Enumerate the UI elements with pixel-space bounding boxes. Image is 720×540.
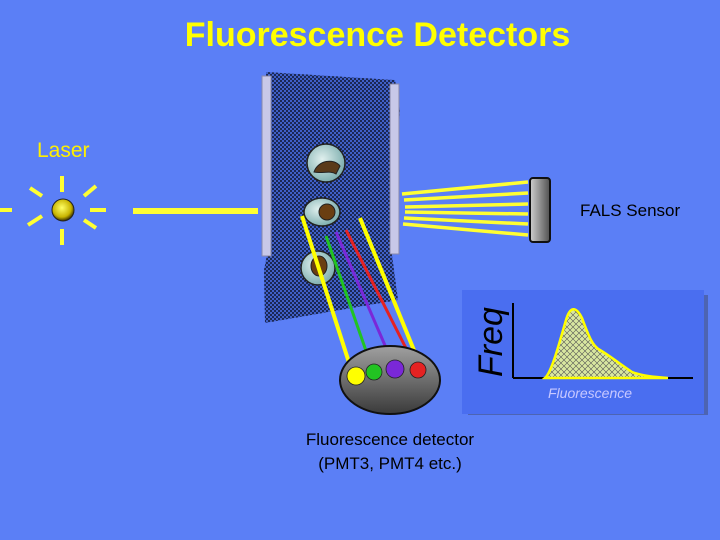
cell-icon — [303, 197, 341, 227]
flow-cell — [261, 72, 400, 323]
fluorescence-rays — [300, 215, 422, 376]
histogram-x-label: Fluorescence — [548, 385, 632, 401]
page-title: Fluorescence Detectors — [184, 16, 571, 54]
detector-label-line2: (PMT3, PMT4 etc.) — [318, 454, 462, 473]
pmt-detector-icon — [339, 345, 441, 415]
fals-sensor-label: FALS Sensor — [580, 201, 681, 220]
cell-icon — [306, 143, 346, 183]
detector-label-line1: Fluorescence detector — [305, 430, 475, 449]
detector-label: Fluorescence detector (PMT3, PMT4 etc.) — [270, 428, 510, 476]
laser-label: Laser — [37, 139, 90, 162]
fals-rays — [401, 180, 529, 237]
laser-source-icon — [0, 176, 106, 245]
histogram-y-label: Freq — [472, 307, 510, 377]
fals-sensor-icon — [529, 177, 551, 243]
histogram-panel: Freq Fluorescence — [462, 290, 708, 415]
histogram-curve — [541, 308, 669, 380]
